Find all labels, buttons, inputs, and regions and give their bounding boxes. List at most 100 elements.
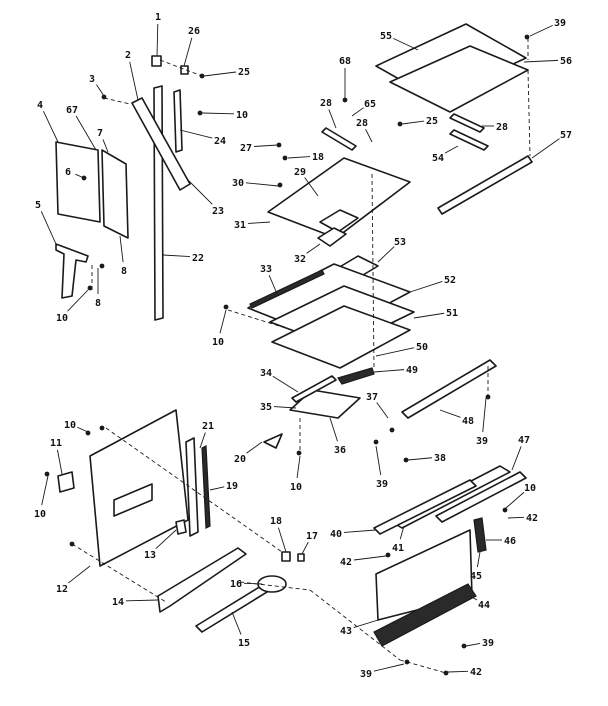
leader-c5 [40,211,57,245]
part-screw [389,427,395,433]
callout-c8a: 8 [121,266,127,277]
part-spring [473,517,487,553]
part-block [175,519,187,535]
leader-c6 [75,173,85,179]
lower-left-assembly [44,409,305,633]
callout-c57: 57 [560,130,572,141]
leader-c10a [201,112,235,115]
leader-c8a [119,235,124,263]
part-hinge-arm [291,375,337,403]
callout-c53: 53 [394,237,406,248]
leader-c39c [375,445,382,476]
leader-c19 [209,486,225,491]
part-screw [197,110,203,116]
leader-c37 [376,402,389,419]
leader-c18b [277,527,287,553]
leader-c31 [247,221,271,224]
part-screw [403,457,409,463]
leader-c10g [505,491,525,509]
part-drawer-front [373,583,477,647]
leader-c54 [444,145,459,154]
callout-c13: 13 [144,550,156,561]
leader-c10c [219,309,227,334]
leader-c39d [465,642,481,647]
callout-c27: 27 [240,143,252,154]
callout-c18a: 18 [312,152,324,163]
callout-c7: 7 [97,128,103,139]
callout-c17: 17 [306,531,318,542]
leader-c40 [343,529,377,533]
upper-left-assembly [55,55,205,321]
part-screw [277,182,283,188]
leader-c44 [469,595,478,601]
part-rail-bracket [373,479,477,535]
leader-c39a [529,24,553,37]
callout-c50: 50 [416,342,428,353]
callout-c39c: 39 [376,479,388,490]
callout-c24: 24 [214,136,226,147]
part-strip [449,113,485,133]
part-clip-top [180,65,189,75]
callout-c44: 44 [478,600,490,611]
callout-c65: 65 [364,99,376,110]
callout-c48: 48 [462,416,474,427]
callout-c49: 49 [406,365,418,376]
callout-c20: 20 [234,454,246,465]
part-screw [223,304,229,310]
part-screw [461,643,467,649]
callout-c31: 31 [234,220,246,231]
leader-c23 [187,179,213,205]
part-screw [44,471,50,477]
leader-c2 [129,61,139,101]
part-latch [337,367,375,385]
part-screw [276,142,282,148]
part-oven-top-panel [267,157,411,239]
callout-c25b: 25 [426,116,438,127]
part-strip [321,127,357,151]
leader-c27 [253,144,279,147]
callout-c10c: 10 [212,337,224,348]
callout-c38: 38 [434,453,446,464]
part-mounting-bracket [101,149,129,239]
callout-c30: 30 [232,178,244,189]
part-bottom-channel [157,547,247,613]
callout-c28b: 28 [356,118,368,129]
callout-c68: 68 [339,56,351,67]
callout-c51: 51 [446,308,458,319]
leader-c53 [377,246,395,263]
lower-right-assembly [373,465,527,676]
callout-c42c: 42 [470,667,482,678]
part-clip-small [297,553,305,562]
callout-c25a: 25 [238,67,250,78]
leader-c33 [268,275,279,297]
leader-c24 [179,129,213,139]
part-vent-duct [317,227,347,247]
callout-c29: 29 [294,167,306,178]
callout-c56: 56 [560,56,572,67]
callout-c5: 5 [35,200,41,211]
callout-c34: 34 [260,368,272,379]
callout-c54: 54 [432,153,444,164]
callout-c28a: 28 [320,98,332,109]
leader-c30 [245,182,279,187]
callout-c43: 43 [340,626,352,637]
leader-c10b [67,289,89,312]
leader-c28b [365,128,373,143]
callout-c10b: 10 [56,313,68,324]
callout-c47: 47 [518,435,530,446]
upper-right-assembly [267,23,533,247]
callout-c11: 11 [50,438,62,449]
callout-c23: 23 [212,206,224,217]
leader-c20 [246,441,263,454]
callout-c8b: 8 [95,298,101,309]
leader-c25a [203,71,237,77]
leader-c42a [507,516,525,519]
leader-c45 [476,551,481,568]
leader-c10d [296,455,301,479]
callout-c32: 32 [294,254,306,265]
leader-c10f [41,475,49,506]
part-deflector [263,433,283,449]
leader-c36 [329,417,338,442]
leader-c39e [373,663,405,672]
leader-c51 [413,312,445,319]
